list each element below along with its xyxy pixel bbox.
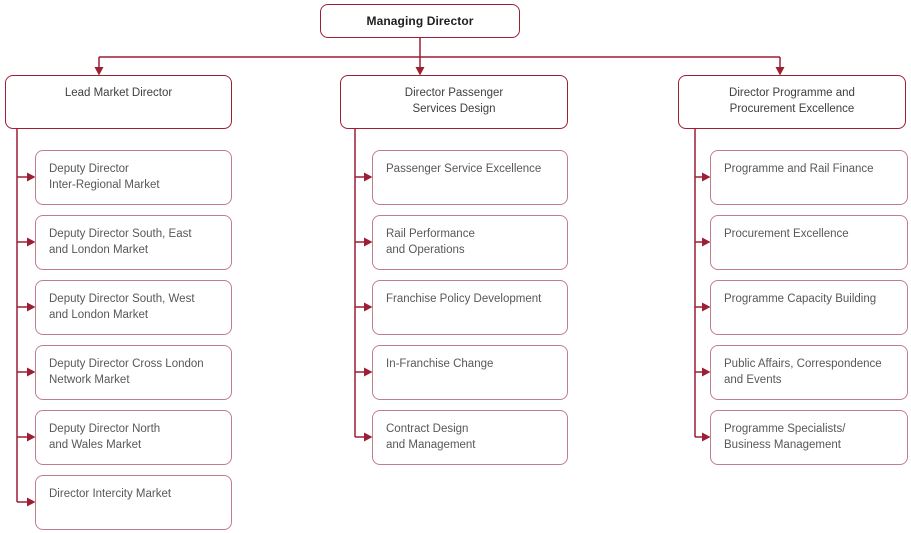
node-rail-performance-operations: Rail Performance and Operations: [372, 215, 568, 270]
arrow-right-icon: [702, 172, 711, 182]
arrow-right-icon: [27, 432, 36, 442]
arrow-down-icon: [775, 67, 785, 76]
node-franchise-policy-development: Franchise Policy Development: [372, 280, 568, 335]
arrow-down-icon: [94, 67, 104, 76]
arrow-right-icon: [364, 237, 373, 247]
arrow-right-icon: [27, 367, 36, 377]
arrow-right-icon: [364, 172, 373, 182]
node-programme-specialists-business-management: Programme Specialists/ Business Manageme…: [710, 410, 908, 465]
node-deputy-director-cross-london-network-market: Deputy Director Cross London Network Mar…: [35, 345, 232, 400]
node-deputy-director-south-west-london-market: Deputy Director South, West and London M…: [35, 280, 232, 335]
arrow-right-icon: [27, 497, 36, 507]
node-public-affairs-correspondence-events: Public Affairs, Correspondence and Event…: [710, 345, 908, 400]
arrow-right-icon: [27, 302, 36, 312]
arrow-right-icon: [364, 432, 373, 442]
arrow-right-icon: [364, 302, 373, 312]
arrow-right-icon: [27, 172, 36, 182]
node-procurement-excellence: Procurement Excellence: [710, 215, 908, 270]
node-deputy-director-inter-regional-market: Deputy Director Inter-Regional Market: [35, 150, 232, 205]
node-programme-capacity-building: Programme Capacity Building: [710, 280, 908, 335]
arrow-right-icon: [702, 237, 711, 247]
arrow-right-icon: [702, 367, 711, 377]
arrow-right-icon: [364, 367, 373, 377]
arrow-right-icon: [702, 432, 711, 442]
node-in-franchise-change: In-Franchise Change: [372, 345, 568, 400]
node-director-passenger-services-design: Director Passenger Services Design: [340, 75, 568, 129]
node-deputy-director-north-wales-market: Deputy Director North and Wales Market: [35, 410, 232, 465]
node-passenger-service-excellence: Passenger Service Excellence: [372, 150, 568, 205]
node-managing-director: Managing Director: [320, 4, 520, 38]
arrow-right-icon: [702, 302, 711, 312]
arrow-right-icon: [27, 237, 36, 247]
arrow-down-icon: [415, 67, 425, 76]
node-director-intercity-market: Director Intercity Market: [35, 475, 232, 530]
node-director-programme-procurement-excellence: Director Programme and Procurement Excel…: [678, 75, 906, 129]
node-lead-market-director: Lead Market Director: [5, 75, 232, 129]
node-programme-rail-finance: Programme and Rail Finance: [710, 150, 908, 205]
node-contract-design-management: Contract Design and Management: [372, 410, 568, 465]
node-deputy-director-south-east-london-market: Deputy Director South, East and London M…: [35, 215, 232, 270]
